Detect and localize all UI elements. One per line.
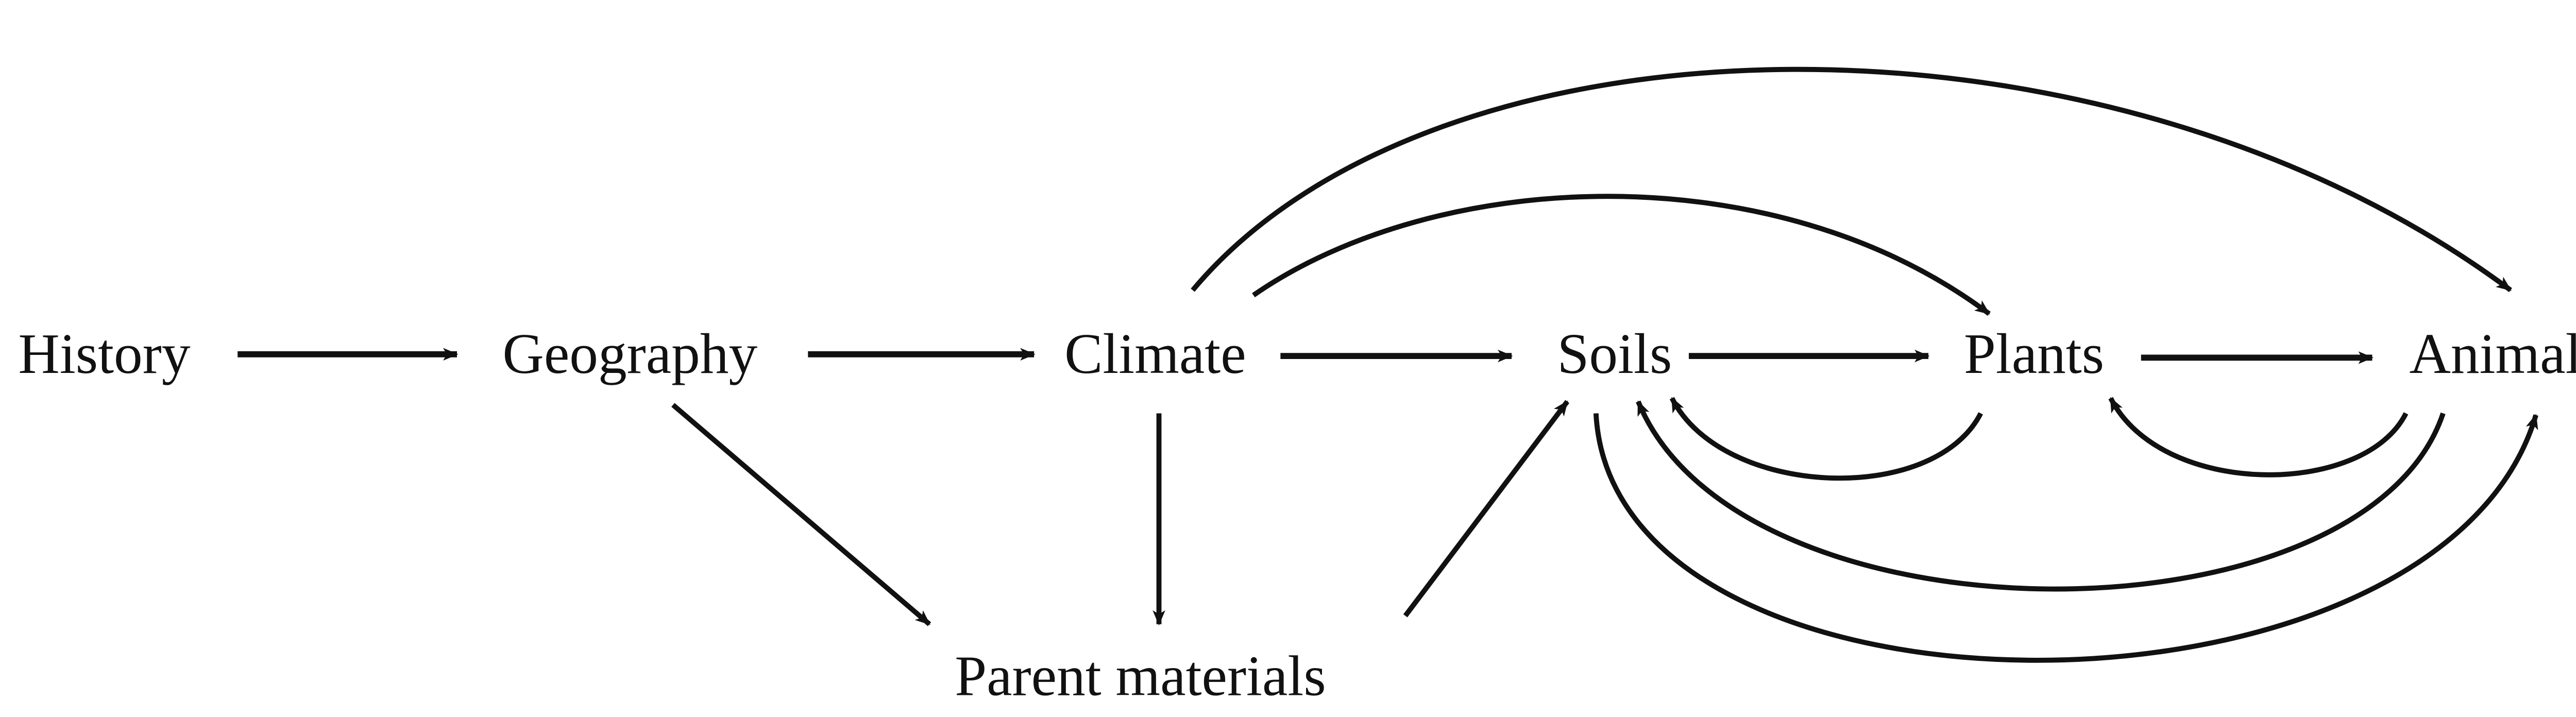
arrow-soils-animals: [1593, 413, 2538, 663]
arrow-climate-animals: [1191, 66, 2512, 293]
node-history: History: [18, 322, 190, 386]
arrow-parent-materials-soils: [1403, 400, 1570, 618]
node-animals: Animals: [2410, 322, 2576, 386]
node-parent-materials: Parent materials: [955, 644, 1326, 708]
arrow-plants-soils: [1669, 397, 1983, 481]
arrow-geography-parent-materials: [671, 403, 931, 626]
node-plants: Plants: [1964, 322, 2104, 386]
node-geography: Geography: [502, 322, 757, 386]
node-soils: Soils: [1557, 322, 1672, 386]
arrow-animals-plants: [2108, 397, 2409, 477]
arrow-climate-plants: [1252, 194, 1991, 316]
node-climate: Climate: [1064, 322, 1246, 386]
arrow-animals-soils: [1636, 400, 2446, 592]
